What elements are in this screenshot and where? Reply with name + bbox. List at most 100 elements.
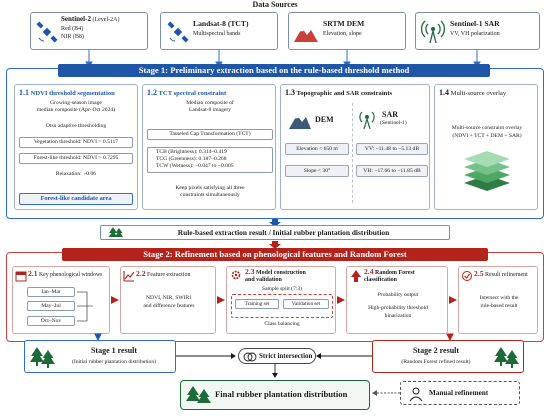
refine-title: Result refinement xyxy=(485,272,528,278)
sample-split: Sample split (7:3) xyxy=(261,286,303,292)
radar-icon xyxy=(420,20,446,44)
tct-range: TCG (Greenness): 0.187–0.268 xyxy=(156,156,227,162)
feature-title: Feature extraction xyxy=(147,272,191,278)
slope-constraint: Slope < 30° xyxy=(285,165,349,177)
ndvi-composite-1: Growing-season image xyxy=(50,100,102,106)
tree-icon xyxy=(186,386,211,403)
gear-icon xyxy=(231,270,241,280)
tree-icon xyxy=(30,347,55,368)
feature-panel: 2.2 Feature extraction NDVI, NIR, SWIR1 … xyxy=(120,266,216,334)
overlay-text-1: Multi-source constraint overlay xyxy=(451,125,523,131)
relaxation-label: Relaxation: −0.06 xyxy=(55,171,97,177)
tct-panel: 1.2 TCT spectral constraint Median compo… xyxy=(142,84,276,210)
layers-icon xyxy=(464,151,510,191)
rf-panel: 2.4 Random Forest classification Probabi… xyxy=(346,266,448,334)
binarization-1: High-probability threshold xyxy=(368,305,428,311)
rf-title-1: Random Forest xyxy=(375,270,415,276)
tree-icon xyxy=(494,347,519,368)
feature-text-1: NDVI, NIR, SWIR1 xyxy=(146,295,192,301)
source-srtm: SRTM DEM Elevation, slope xyxy=(288,12,406,50)
source-name: Landsat-8 (TCT) xyxy=(193,19,249,28)
ndvi-title: NDVI threshold segmentation xyxy=(30,90,115,97)
source-line: NIR (B8) xyxy=(61,34,84,40)
validation-set: Validation set xyxy=(283,299,329,309)
stage1-result-box: Stage 1 result (Initial rubber plantatio… xyxy=(24,340,176,373)
source-name: Sentinel-2 xyxy=(61,15,91,23)
rule-result-bar: Rule-based extraction result / Initial r… xyxy=(100,225,450,240)
window-brace xyxy=(77,291,93,322)
source-line: Red (B4) xyxy=(61,26,84,32)
tct-ranges: TCB (Brightness): 0.314–0.419 TCG (Green… xyxy=(147,147,273,173)
mountain-icon xyxy=(289,115,311,129)
source-line: VV, VH polarization xyxy=(450,31,500,37)
radar-icon xyxy=(359,111,375,130)
rf-title-2: classification xyxy=(364,277,397,284)
manual-label: Manual refinement xyxy=(429,389,489,397)
vv-constraint: VV: −11.48 to −5.13 dB xyxy=(356,143,428,155)
section-number: 1.1 xyxy=(19,88,29,97)
sar-label: SAR xyxy=(382,110,399,119)
tree-icon xyxy=(351,270,361,282)
candidate-area: Forest-like candidate area xyxy=(19,193,133,205)
tct-composite-2: Landsat-8 imagery xyxy=(188,107,232,113)
stage1-result-title: Stage 1 result xyxy=(90,346,138,355)
split-frame xyxy=(231,294,333,318)
section-number: 1.4 xyxy=(439,88,449,97)
tct-composite-1: Median composite of xyxy=(186,100,234,106)
source-landsat8: Landsat-8 (TCT) Multispectral bands xyxy=(160,12,278,50)
source-line: Multispectral bands xyxy=(193,31,241,37)
intersection-connectors xyxy=(176,353,372,378)
section-number: 2.4 xyxy=(364,267,374,276)
final-result-label: Final rubber plantation distribution xyxy=(215,389,348,399)
user-icon xyxy=(409,387,423,402)
training-set: Training set xyxy=(235,299,279,309)
source-name: Sentinel-1 SAR xyxy=(450,19,500,28)
model-panel: 2.3 Model construction and validation Sa… xyxy=(226,266,336,334)
satellite-icon xyxy=(167,21,189,43)
down-arrow xyxy=(269,241,281,249)
section-number: 2.1 xyxy=(28,269,38,278)
refine-panel: 2.5 Result refinement Intersect with the… xyxy=(458,266,538,334)
ndvi-panel: 1.1 NDVI threshold segmentation Growing-… xyxy=(14,84,138,210)
source-sentinel2: Sentinel-2 (Level-2A) Red (B4) NIR (B8) xyxy=(30,12,148,50)
stage1-result-sub: (Initial rubber plantation distribution) xyxy=(71,359,157,365)
right-arrow xyxy=(111,296,119,304)
class-balancing: Class balancing xyxy=(264,321,300,327)
topo-title: Topographic and SAR constraints xyxy=(296,90,393,97)
tct-range: TCB (Brightness): 0.314–0.419 xyxy=(156,149,227,155)
elevation-constraint: Elevation < 650 m xyxy=(285,143,349,155)
binarization-2: binarization xyxy=(384,313,412,319)
topo-panel: 1.3 Topographic and SAR constraints DEM … xyxy=(280,84,430,210)
source-line: Elevation, slope xyxy=(323,31,362,37)
vh-constraint: VH: −17.66 to −11.85 dB xyxy=(356,165,428,177)
right-arrow xyxy=(217,296,225,304)
overlay-panel: 1.4 Multi-source overlay Multi-source co… xyxy=(434,84,538,210)
sar-sub-label: (Sentinel-1) xyxy=(380,120,407,126)
vegetation-threshold: Vegetation threshold: NDVI > 0.5117 xyxy=(19,137,133,148)
prob-output: Probability output xyxy=(377,292,419,298)
source-suffix: (Level-2A) xyxy=(92,17,120,23)
manual-arrow xyxy=(372,390,400,396)
down-arrow xyxy=(269,219,281,227)
data-sources-title: Data Sources xyxy=(252,0,298,9)
panel-divider xyxy=(352,103,353,203)
check-icon xyxy=(462,271,472,281)
phenology-title: Key phenological windows xyxy=(38,272,103,278)
model-title-1: Model construction xyxy=(256,270,306,276)
window-item: Oct–Nov xyxy=(27,316,75,326)
overlay-title: Multi-source overlay xyxy=(450,90,507,97)
tct-transform: Tasseled Cap Transformation (TCT) xyxy=(147,129,273,140)
tct-keep-2: constraints simultaneously xyxy=(180,192,240,198)
intersection-label: Strict intersection xyxy=(259,352,313,360)
window-item: Jan–Mar xyxy=(27,287,75,297)
phenology-panel: 2.1 Key phenological windows Jan–Mar May… xyxy=(12,266,110,334)
section-number: 1.2 xyxy=(147,88,157,97)
calendar-icon xyxy=(15,271,27,282)
window-item: May–Jul xyxy=(27,301,75,311)
rule-result-label: Rule-based extraction result / Initial r… xyxy=(177,228,390,237)
dem-label: DEM xyxy=(315,115,334,124)
stage2-result-box: Stage 2 result (Random Forest refined re… xyxy=(372,340,524,373)
stage2-result-sub: (Random Forest refined result) xyxy=(401,359,471,365)
section-number: 2.2 xyxy=(136,269,146,278)
forest-threshold: Forest-like threshold: NDVI > 0.7295 xyxy=(19,153,133,164)
